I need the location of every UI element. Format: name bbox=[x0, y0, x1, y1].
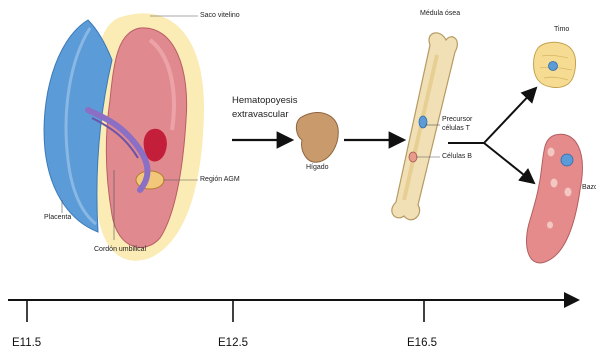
label-region-agm: Región AGM bbox=[200, 176, 240, 184]
thymus-illustration bbox=[534, 42, 576, 87]
timeline-label-e16: E16.5 bbox=[407, 337, 437, 350]
liver-shape bbox=[296, 113, 338, 163]
timeline-label-e11: E11.5 bbox=[12, 337, 41, 350]
label-saco-vitelino: Saco vitelino bbox=[200, 12, 240, 20]
label-medula-osea: Médula ósea bbox=[420, 10, 460, 18]
label-precursor-line1: Precursor bbox=[442, 116, 472, 124]
label-precursor-line2: células T bbox=[442, 125, 470, 133]
label-cordon-umbilical: Cordón umbilical bbox=[94, 246, 146, 254]
label-hematopoyesis-line1: Hematopoyesis bbox=[232, 95, 297, 106]
label-higado: Hígado bbox=[306, 164, 329, 172]
label-hematopoyesis-line2: extravascular bbox=[232, 109, 289, 120]
label-placenta: Placenta bbox=[44, 214, 71, 222]
timeline-label-e12: E12.5 bbox=[218, 337, 248, 350]
embryo-illustration bbox=[44, 13, 204, 260]
spleen-illustration bbox=[526, 134, 582, 263]
label-celulas-b: Células B bbox=[442, 153, 472, 161]
label-bazo: Bazo bbox=[582, 184, 596, 192]
label-timo: Timo bbox=[554, 26, 569, 34]
branch-arrows bbox=[448, 88, 536, 183]
